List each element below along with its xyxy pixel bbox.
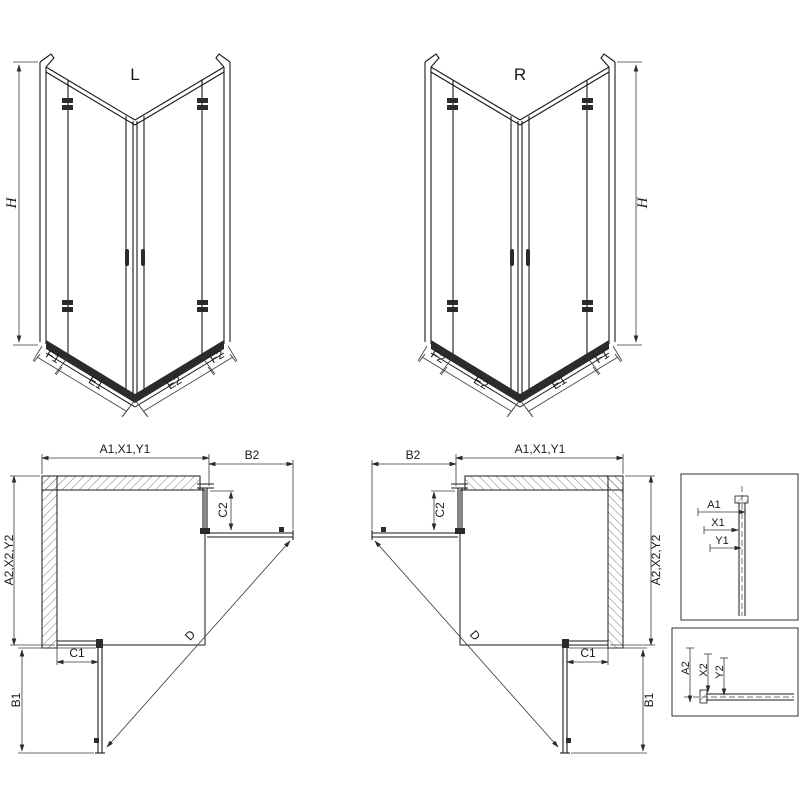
plan-view-left: A1,X1,Y1 B2 C2 A2,X2,Y2 C1 B1 D <box>2 442 293 753</box>
dim-label-fixed-bottom: C1 <box>69 646 85 660</box>
profile-section-horizontal <box>684 689 794 704</box>
detail-box-vertical-profile: A1 X1 Y1 <box>680 473 799 621</box>
height-label: H <box>4 196 20 209</box>
segment-label-f1: F1 <box>592 347 611 366</box>
iso-view-right: R H F2 E2 E1 F1 <box>418 54 651 417</box>
detail-frame <box>680 473 799 621</box>
iso-view-left: L H F1 E1 E2 F2 <box>4 54 237 417</box>
dim-label-door-bottom: B1 <box>9 692 23 707</box>
detail-dimensions <box>686 647 728 703</box>
segment-label-f2: F2 <box>428 347 447 366</box>
dim-label-width-top: A1,X1,Y1 <box>515 442 566 456</box>
dim-label-door-top: B2 <box>245 448 260 462</box>
plan-geometry-instance-left <box>10 454 293 753</box>
segment-label-e1: E1 <box>86 373 106 393</box>
profile-section-vertical <box>734 486 749 616</box>
segment-label-e2: E2 <box>471 373 491 393</box>
segment-label-e1: E1 <box>549 373 569 393</box>
dim-label-depth-side: A2,X2,Y2 <box>649 534 663 585</box>
detail-label-y1: Y1 <box>715 535 728 547</box>
dim-label-depth-side: A2,X2,Y2 <box>2 534 16 585</box>
iso-geometry-instance-left <box>13 54 237 417</box>
detail-frame <box>671 627 799 717</box>
dim-label-fixed-top: C2 <box>216 502 230 518</box>
view-title-right: R <box>514 65 526 84</box>
dim-label-width-top: A1,X1,Y1 <box>100 442 151 456</box>
detail-box-horizontal-profile: A2 X2 Y2 <box>671 627 799 717</box>
dim-label-door-top: B2 <box>406 448 421 462</box>
dim-label-fixed-bottom: C1 <box>580 646 596 660</box>
detail-label-a2: A2 <box>680 661 692 674</box>
detail-label-y2: Y2 <box>714 665 726 678</box>
iso-geometry-instance-right <box>418 54 642 417</box>
segment-label-f2: F2 <box>207 347 226 366</box>
dim-label-diagonal: D <box>182 627 198 643</box>
detail-dimensions <box>697 508 746 552</box>
dim-label-door-bottom: B1 <box>642 692 656 707</box>
segment-label-e2: E2 <box>164 373 184 393</box>
detail-label-a1: A1 <box>707 499 720 511</box>
dim-label-fixed-top: C2 <box>433 502 447 518</box>
view-title-left: L <box>130 65 139 84</box>
dim-label-diagonal: D <box>467 627 483 643</box>
plan-view-right: A1,X1,Y1 B2 C2 A2,X2,Y2 C1 B1 D <box>372 442 663 753</box>
height-label: H <box>635 196 651 209</box>
segment-label-f1: F1 <box>43 347 62 366</box>
plan-geometry-instance-right <box>372 454 655 753</box>
detail-label-x2: X2 <box>698 663 710 676</box>
detail-label-x1: X1 <box>711 517 724 529</box>
